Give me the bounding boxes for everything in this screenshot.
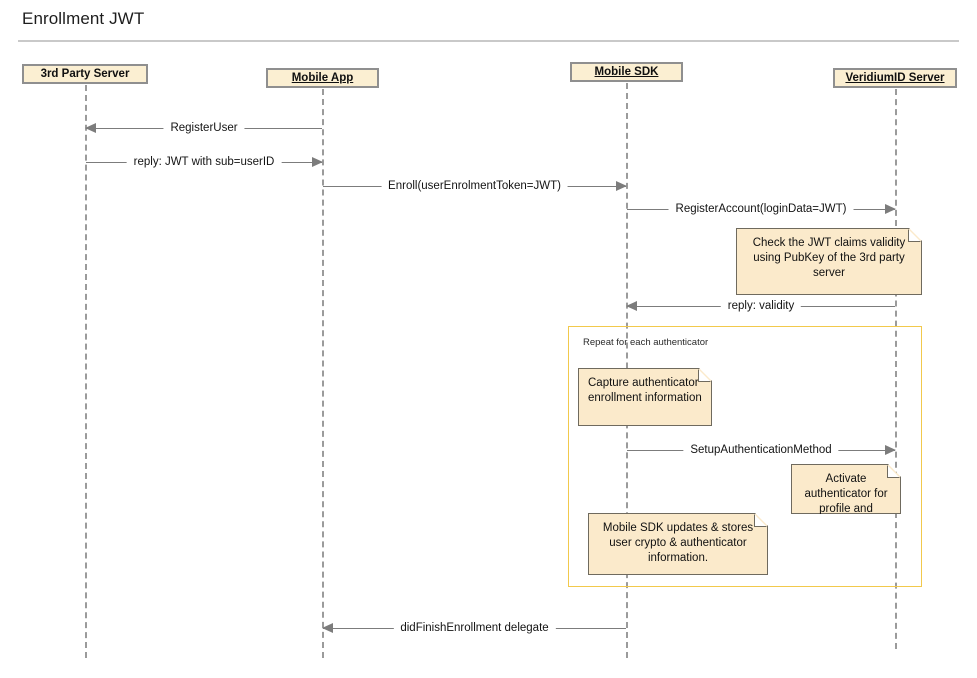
participant-mobile-app[interactable]: Mobile App xyxy=(266,68,379,88)
message-register-account[interactable]: RegisterAccount(loginData=JWT) xyxy=(627,200,896,218)
participant-third-party-server[interactable]: 3rd Party Server xyxy=(22,64,148,84)
participant-label-mobile-sdk: Mobile SDK xyxy=(594,66,659,78)
arrowhead-left-icon xyxy=(85,122,96,133)
page-title: Enrollment JWT xyxy=(22,9,145,28)
message-label-reply-jwt: reply: JWT with sub=userID xyxy=(126,153,282,171)
note-text-capture-authenticator: Capture authenticator enrollment informa… xyxy=(588,377,702,404)
arrowhead-right-icon xyxy=(312,156,323,167)
note-mobile-sdk-updates: Mobile SDK updates & stores user crypto … xyxy=(588,513,768,575)
message-label-setup-authentication-method: SetupAuthenticationMethod xyxy=(683,441,839,459)
message-reply-validity[interactable]: reply: validity xyxy=(626,297,895,315)
fragment-repeat-for-each-authenticator xyxy=(568,326,922,587)
message-reply-jwt[interactable]: reply: JWT with sub=userID xyxy=(86,153,323,171)
lifeline-mobile-app xyxy=(322,89,324,658)
participant-label-mobile-app: Mobile App xyxy=(291,72,354,84)
note-text-mobile-sdk-updates: Mobile SDK updates & stores user crypto … xyxy=(602,522,754,564)
participant-mobile-sdk[interactable]: Mobile SDK xyxy=(570,62,683,82)
arrowhead-right-icon xyxy=(885,444,896,455)
arrowhead-right-icon xyxy=(616,180,627,191)
arrowhead-left-icon xyxy=(322,622,333,633)
message-label-register-user: RegisterUser xyxy=(163,119,245,137)
note-activate-authenticator: Activate authenticator for profile and d… xyxy=(791,464,901,514)
lifeline-third-party-server xyxy=(85,85,87,658)
participant-label-veridiumid-server: VeridiumID Server xyxy=(845,72,945,84)
message-setup-authentication-method[interactable]: SetupAuthenticationMethod xyxy=(627,441,896,459)
participant-veridiumid-server[interactable]: VeridiumID Server xyxy=(833,68,957,88)
message-label-did-finish-enrollment: didFinishEnrollment delegate xyxy=(393,619,556,637)
title-divider xyxy=(18,40,959,42)
note-text-activate-authenticator: Activate authenticator for profile and d… xyxy=(804,473,888,530)
note-text-check-jwt-claims: Check the JWT claims validity using PubK… xyxy=(752,237,906,279)
message-label-enroll: Enroll(userEnrolmentToken=JWT) xyxy=(381,177,568,195)
fragment-label-repeat: Repeat for each authenticator xyxy=(583,337,709,348)
arrowhead-right-icon xyxy=(885,203,896,214)
lifeline-veridiumid-server xyxy=(895,89,897,649)
message-label-register-account: RegisterAccount(loginData=JWT) xyxy=(668,200,854,218)
arrowhead-left-icon xyxy=(626,300,637,311)
participant-label-third-party-server: 3rd Party Server xyxy=(40,68,130,80)
message-label-reply-validity: reply: validity xyxy=(720,297,802,315)
note-check-jwt-claims: Check the JWT claims validity using PubK… xyxy=(736,228,922,295)
note-fold-corner-icon xyxy=(908,229,921,242)
note-capture-authenticator: Capture authenticator enrollment informa… xyxy=(578,368,712,426)
message-did-finish-enrollment[interactable]: didFinishEnrollment delegate xyxy=(322,619,626,637)
message-enroll[interactable]: Enroll(userEnrolmentToken=JWT) xyxy=(323,177,627,195)
message-register-user[interactable]: RegisterUser xyxy=(85,119,322,137)
